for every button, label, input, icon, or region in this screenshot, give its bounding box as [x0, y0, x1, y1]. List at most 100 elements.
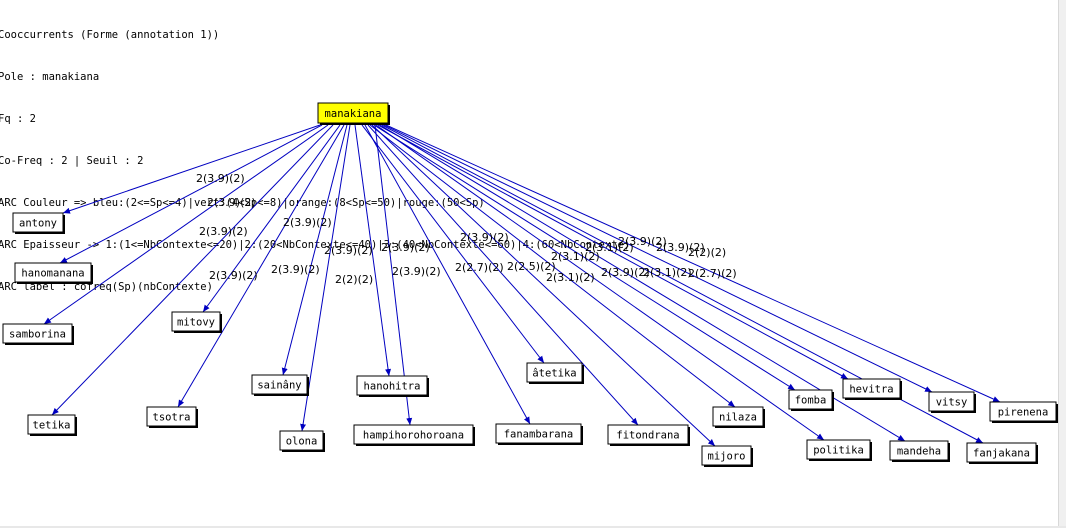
edge-label-mitovy: 2(3.9)(2)	[283, 216, 332, 229]
node-pirenena[interactable]: pirenena	[989, 401, 1058, 423]
node-tsotra[interactable]: tsotra	[146, 406, 198, 428]
edge-label-samborina: 2(3.9)(2)	[199, 225, 248, 238]
node-olona[interactable]: olona	[279, 430, 325, 452]
node-nilaza[interactable]: nilaza	[712, 406, 765, 428]
edge-label-olona: 2(2)(2)	[335, 273, 373, 286]
node-politika[interactable]: politika	[806, 439, 872, 461]
node-label-hanohitra: hanohitra	[364, 381, 421, 393]
node-fomba[interactable]: fomba	[788, 389, 834, 411]
edge-label-mijoro: 2(3.1)(2)	[546, 271, 595, 284]
node-mandeha[interactable]: mandeha	[889, 440, 950, 462]
edge-manakiana-olona	[300, 124, 351, 432]
edge-manakiana-hevitra	[377, 124, 849, 380]
edge-label-mandeha: 2(3.1)(2)	[643, 266, 692, 279]
edge-manakiana-hanohitra	[354, 124, 392, 377]
node-label-tsotra: tsotra	[153, 412, 191, 424]
edge-label-tetika: 2(3.9)(2)	[209, 269, 258, 282]
node-label-tetika: tetika	[33, 420, 71, 432]
node-tetika[interactable]: tetika	[27, 414, 77, 436]
edge-label-tsotra: 2(3.9)(2)	[271, 263, 320, 276]
node-label-fanambarana: fanambarana	[504, 429, 574, 441]
node-label-hevitra: hevitra	[849, 384, 893, 396]
node-antony[interactable]: antony	[12, 212, 65, 234]
node-mijoro[interactable]: mijoro	[701, 445, 753, 467]
edge-label-fitondrana: 2(2.5)(2)	[507, 260, 556, 273]
node-label-antony: antony	[19, 218, 57, 230]
edge-manakiana-mitovy	[202, 124, 341, 313]
node-label-politika: politika	[813, 445, 864, 457]
node-label-âtetika: âtetika	[532, 368, 576, 380]
node-label-samborina: samborina	[9, 329, 66, 341]
horizontal-scrollbar[interactable]	[0, 526, 1066, 528]
edge-manakiana-mijoro	[371, 124, 716, 447]
node-hanohitra[interactable]: hanohitra	[356, 375, 429, 397]
edge-manakiana-fomba	[373, 124, 796, 391]
edge-manakiana-pirenena	[385, 124, 1001, 403]
edge-manakiana-âtetika	[361, 124, 545, 364]
edge-label-nilaza: 2(3.1)(2)	[551, 250, 600, 263]
node-fanambarana[interactable]: fanambarana	[495, 423, 583, 445]
edge-manakiana-fanambarana	[364, 124, 531, 425]
edge-manakiana-hanomanana	[59, 124, 323, 264]
node-label-fitondrana: fitondrana	[616, 430, 679, 442]
edge-manakiana-tetika	[51, 124, 334, 416]
edge-manakiana-antony	[62, 124, 321, 214]
node-label-vitsy: vitsy	[936, 397, 968, 409]
edge-label-fanambarana: 2(2.7)(2)	[455, 261, 504, 274]
vertical-scrollbar[interactable]	[1058, 0, 1066, 528]
edge-label-hanohitra: 2(3.9)(2)	[381, 241, 430, 254]
header-title: Cooccurrents (Forme (annotation 1))	[0, 29, 220, 41]
header-pole: Pole : manakiana	[0, 71, 100, 83]
edge-label-fanjakana: 2(2.7)(2)	[688, 267, 737, 280]
edge-manakiana-fitondrana	[367, 124, 639, 426]
node-label-fomba: fomba	[795, 395, 827, 407]
edge-label-hanomanana: 2(3.9)(2)	[207, 196, 256, 209]
edge-layer	[43, 124, 1001, 447]
node-fanjakana[interactable]: fanjakana	[966, 442, 1038, 464]
node-fitondrana[interactable]: fitondrana	[607, 424, 690, 446]
header-arc-thickness-legend: ARC Epaisseur -> 1:(1<=NbContexte<=20)|2…	[0, 239, 631, 251]
edge-label-hampihorohoroana: 2(3.9)(2)	[392, 265, 441, 278]
pole-node[interactable]: manakiana	[317, 102, 390, 125]
node-label-mandeha: mandeha	[897, 446, 941, 458]
node-label-fanjakana: fanjakana	[973, 448, 1030, 460]
graph-header: Cooccurrents (Forme (annotation 1)) Pole…	[0, 0, 630, 308]
node-mitovy[interactable]: mitovy	[171, 311, 222, 333]
edge-manakiana-politika	[375, 124, 825, 441]
header-frequency: Fq : 2	[0, 113, 36, 125]
edge-label-âtetika: 2(3.9)(2)	[460, 231, 509, 244]
edge-manakiana-mandeha	[379, 124, 906, 442]
edge-label-layer: 2(3.9)(2)2(3.9)(2)2(3.9)(2)2(3.9)(2)2(3.…	[196, 172, 737, 286]
node-label-mitovy: mitovy	[177, 317, 215, 329]
edge-label-vitsy: 2(3.9)(2)	[656, 241, 705, 254]
edge-label-hevitra: 2(3.9)(2)	[618, 235, 667, 248]
edge-label-politika: 2(3.9)(2)	[601, 266, 650, 279]
node-label-olona: olona	[286, 436, 318, 448]
node-hampihorohoroana[interactable]: hampihorohoroana	[353, 424, 475, 446]
edge-manakiana-samborina	[43, 124, 329, 325]
header-cofreq-threshold: Co-Freq : 2 | Seuil : 2	[0, 155, 144, 167]
edge-label-pirenena: 2(2)(2)	[688, 246, 726, 259]
node-label-hampihorohoroana: hampihorohoroana	[363, 430, 464, 442]
node-label-mijoro: mijoro	[708, 451, 746, 463]
node-samborina[interactable]: samborina	[2, 323, 74, 345]
node-label-nilaza: nilaza	[719, 412, 757, 424]
node-hevitra[interactable]: hevitra	[842, 378, 902, 400]
node-vitsy[interactable]: vitsy	[928, 391, 976, 413]
node-label-sainâny: sainâny	[257, 380, 301, 392]
edge-manakiana-hampihorohoroana	[374, 124, 413, 426]
edge-manakiana-vitsy	[383, 124, 933, 393]
header-arc-color-legend: ARC Couleur => bleu:(2<=Sp<=4)|vert:(4<S…	[0, 197, 485, 209]
edge-label-fomba: 2(3.1)(2)	[585, 241, 634, 254]
edge-manakiana-nilaza	[369, 124, 736, 408]
pole-label: manakiana	[325, 108, 382, 120]
node-sainâny[interactable]: sainâny	[251, 374, 309, 396]
edge-label-sainâny: 2(3.9)(2)	[324, 244, 373, 257]
node-label-pirenena: pirenena	[998, 407, 1049, 419]
node-âtetika[interactable]: âtetika	[526, 362, 584, 384]
edge-manakiana-sainâny	[281, 124, 348, 376]
node-layer: antony hanomanana samborina tetika mitovy tso…	[2, 212, 1058, 467]
node-hanomanana[interactable]: hanomanana	[14, 262, 93, 284]
node-label-hanomanana: hanomanana	[21, 268, 84, 280]
